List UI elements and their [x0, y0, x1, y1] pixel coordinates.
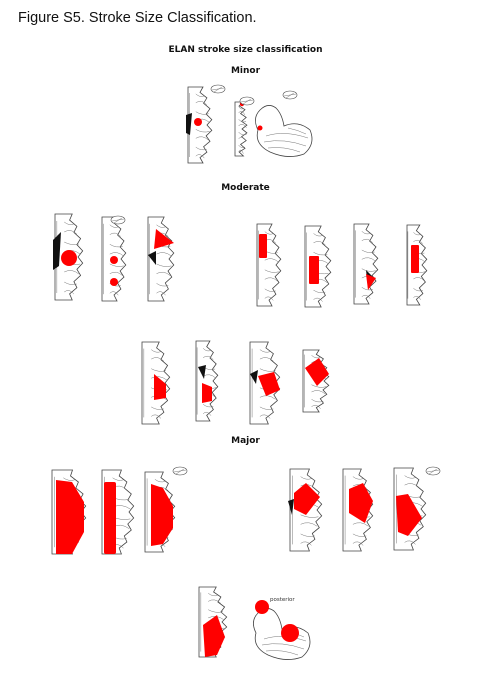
- orientation-section-lines: [211, 86, 225, 93]
- orientation-section-lines: [111, 217, 125, 224]
- infarct-dark-region: [148, 251, 156, 265]
- lesion-region: [194, 118, 202, 126]
- infarct-dark-region: [198, 365, 206, 379]
- infarct-dark-region: [53, 232, 61, 270]
- lesion-region: [203, 615, 225, 657]
- lesion-region: [309, 256, 319, 284]
- lesion-region: [110, 278, 118, 286]
- brain-slice-major-1: [50, 468, 88, 556]
- lesion-region: [61, 250, 77, 266]
- lesion-region: [281, 624, 299, 642]
- brain-slice-moderate-8: [140, 340, 172, 426]
- posterior-label: posterior: [270, 597, 295, 603]
- lesion-region: [110, 256, 118, 264]
- orientation-section-lines: [426, 468, 440, 475]
- orientation-section-lines: [240, 98, 254, 105]
- infarct-dark-region: [186, 113, 192, 135]
- brain-slice-moderate-10: [248, 340, 282, 426]
- orientation-section-lines: [173, 468, 187, 475]
- brain-slice-moderate-3: [146, 215, 176, 303]
- lesion-region: [411, 245, 419, 273]
- orientation-icon-minor-1: [210, 84, 226, 94]
- lesion-region: [104, 482, 116, 554]
- orientation-icon-moderate-1: [110, 215, 126, 225]
- slice-gyri-lines: [306, 232, 329, 302]
- brain-slice-major-7: [197, 585, 229, 659]
- lesion-region: [349, 483, 373, 523]
- panel-title: ELAN stroke size classification: [168, 45, 323, 55]
- brain-slice-moderate-9: [194, 339, 220, 423]
- section-major-heading: Major: [231, 436, 260, 446]
- brain-slice-moderate-2: [100, 215, 128, 303]
- figure-title: Figure S5. Stroke Size Classification.: [18, 10, 257, 26]
- lesion-region: [154, 229, 174, 249]
- lesion-region: [202, 383, 212, 403]
- slice-outline: [234, 101, 248, 157]
- slice-gyri-lines: [258, 230, 279, 301]
- orientation-icon-major-1: [172, 466, 188, 476]
- lesion-region: [258, 372, 280, 396]
- brain-slice-moderate-11: [301, 348, 331, 414]
- lesion-region: [154, 374, 166, 400]
- lesion-region: [305, 358, 329, 386]
- brain-slice-major-2: [100, 468, 136, 556]
- orientation-icon-minor-3: [239, 96, 255, 106]
- brain-slice-minor-2: [233, 100, 249, 158]
- orientation-icon-minor-2: [282, 90, 298, 100]
- brainstem-slice-minor: [248, 100, 318, 160]
- brain-slice-moderate-6: [352, 222, 380, 306]
- brain-slice-moderate-1: [53, 212, 85, 302]
- slice-gyri-lines: [149, 223, 172, 296]
- lesion-region: [366, 274, 376, 290]
- brain-slice-major-4: [288, 467, 324, 553]
- lesion-region: [396, 494, 422, 536]
- brain-slice-minor-1: [186, 85, 214, 165]
- orientation-icon-major-2: [425, 466, 441, 476]
- cerebellum-outline: [255, 105, 313, 157]
- infarct-dark-region: [288, 499, 294, 515]
- brain-slice-major-3: [143, 470, 177, 554]
- section-minor-heading: Minor: [230, 66, 261, 76]
- lesion-region: [151, 484, 173, 546]
- lesion-region: [257, 125, 263, 131]
- slice-gyri-lines: [234, 105, 247, 154]
- brain-slice-major-6: [392, 466, 428, 552]
- brainstem-slice-major: [246, 600, 316, 663]
- brain-slice-major-5: [341, 467, 375, 553]
- slice-gyri-lines: [103, 223, 124, 296]
- lesion-region: [259, 234, 267, 258]
- lesion-region: [255, 600, 269, 614]
- brain-slice-moderate-7: [405, 223, 429, 307]
- brain-slice-moderate-4: [255, 222, 283, 308]
- slice-outline: [353, 223, 379, 305]
- orientation-section-lines: [283, 92, 297, 99]
- lesion-region: [294, 483, 320, 515]
- section-moderate-heading: Moderate: [221, 183, 270, 193]
- lesion-region: [56, 480, 84, 554]
- infarct-dark-region: [250, 370, 258, 384]
- brain-slice-moderate-5: [303, 224, 333, 309]
- slice-outline: [195, 340, 219, 422]
- cerebellar-folia-lines: [263, 127, 309, 153]
